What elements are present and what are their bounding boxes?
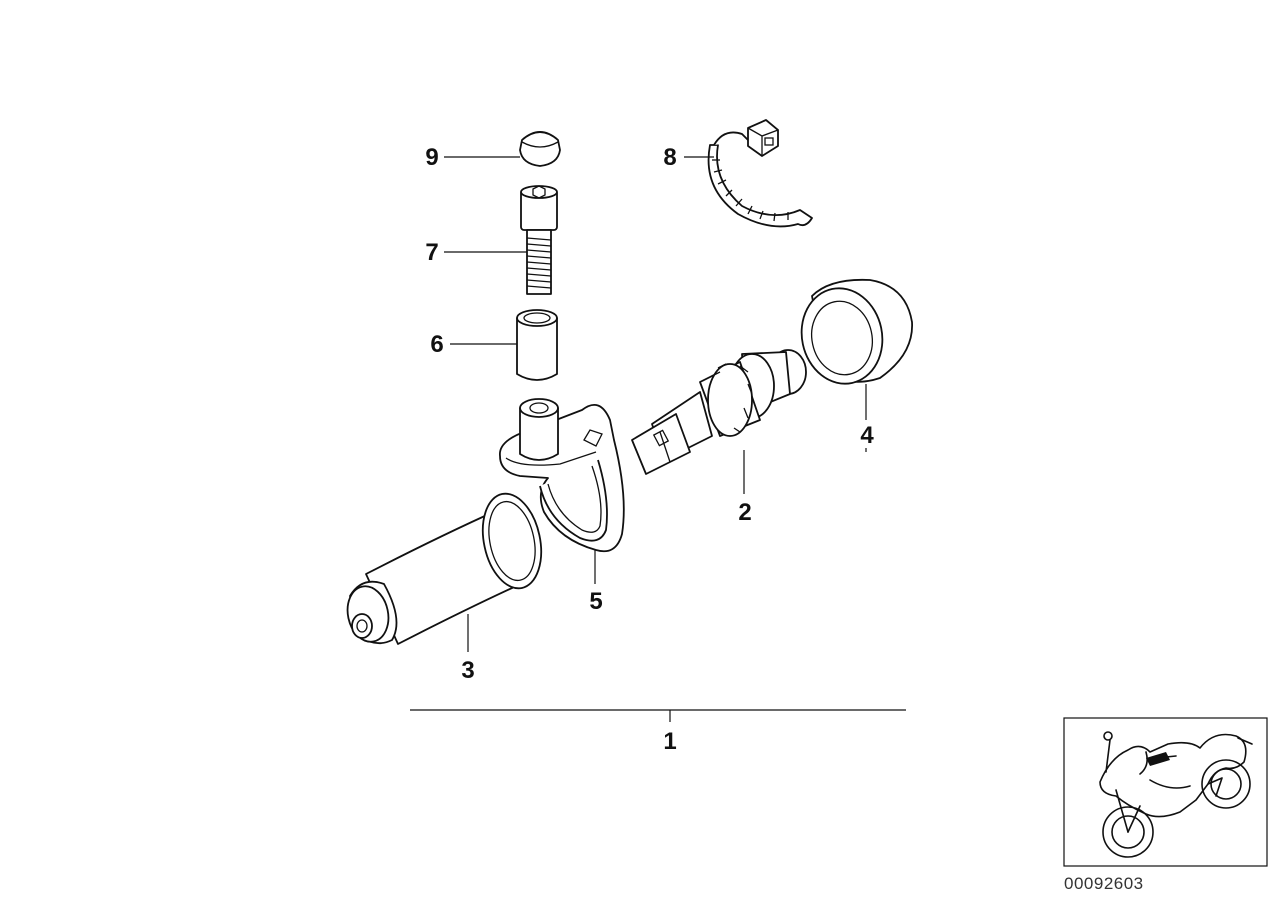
part-4-end-cap	[800, 278, 913, 452]
part-6-sleeve	[450, 309, 558, 381]
part-5-bracket	[499, 398, 625, 584]
callout-1: 1	[663, 728, 676, 755]
part-2-throttle	[631, 349, 807, 494]
callout-2: 2	[738, 499, 751, 526]
motorcycle-inset	[1063, 717, 1268, 867]
callout-8: 8	[663, 144, 676, 171]
callout-5: 5	[589, 588, 602, 615]
callout-6: 6	[430, 331, 443, 358]
callout-7: 7	[425, 239, 438, 266]
assembly-line	[410, 709, 906, 722]
part-3-grip	[346, 492, 543, 652]
callout-3: 3	[461, 657, 474, 684]
part-9-cap	[444, 131, 561, 167]
part-8-cable	[684, 119, 813, 228]
diagram-id: 00092603	[1064, 874, 1144, 893]
callout-4: 4	[860, 422, 874, 449]
motorcycle-icon	[1099, 731, 1253, 858]
callout-9: 9	[425, 144, 438, 171]
part-7-bolt	[444, 185, 558, 295]
